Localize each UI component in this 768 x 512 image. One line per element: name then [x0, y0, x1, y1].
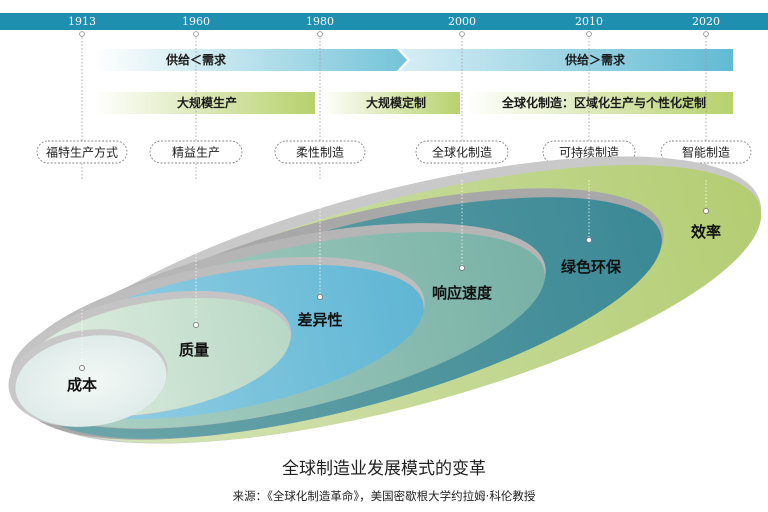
ring-label-0: 成本	[67, 376, 97, 394]
timeline-year-1980: 1980	[306, 15, 334, 28]
ring-label-4: 绿色环保	[561, 258, 622, 276]
guide-top-dot	[317, 31, 323, 37]
ring-labels: 成本 质量 差异性 响应速度 绿色环保 效率	[67, 223, 721, 394]
guide-top-dot	[703, 31, 709, 37]
method-pill-label: 智能制造	[682, 145, 730, 160]
ring-anchor-dot	[192, 321, 199, 328]
mass-production-bar	[95, 92, 315, 114]
ring-anchor-dot	[703, 207, 710, 214]
method-pill-label: 福特生产方式	[46, 145, 118, 160]
ring-anchor-dot	[586, 236, 593, 243]
ring-label-3: 响应速度	[432, 284, 493, 302]
global-manufacturing-bar	[466, 92, 733, 114]
global-manufacturing-label: 全球化制造：区域化生产与个性化定制	[501, 95, 706, 110]
method-pill-5	[660, 140, 752, 164]
timeline-year-2010: 2010	[575, 15, 603, 28]
timeline-bar	[0, 13, 768, 30]
guide-top-dot	[586, 31, 592, 37]
timeline-year-2020: 2020	[692, 15, 720, 28]
ring-label-2: 差异性	[297, 311, 342, 329]
arrow-right-segment	[400, 49, 733, 71]
method-pill-label: 精益生产	[172, 146, 220, 160]
mass-customization-bar	[321, 92, 460, 114]
year-guide-lines-overlay	[79, 180, 710, 371]
ring-anchor-dot	[458, 264, 465, 271]
method-pill-0	[36, 140, 128, 164]
ring-label-1: 质量	[179, 341, 209, 359]
ring-anchor-dot	[316, 293, 323, 300]
method-pill-label: 可持续制造	[559, 145, 619, 160]
guide-top-dot	[79, 31, 85, 37]
supply-greater-than-demand-label: 供给＞需求	[564, 52, 626, 67]
mass-customization-label: 大规模定制	[366, 95, 426, 110]
ring-anchor-dot	[79, 364, 86, 371]
source-note: 来源：《全球化制造革命》，美国密歇根大学约拉姆·科伦教授	[233, 489, 536, 503]
method-pill-3	[415, 140, 509, 164]
timeline-year-1913: 1913	[68, 15, 96, 28]
diagram-title: 全球制造业发展模式的变革	[282, 459, 486, 479]
method-pill-label: 柔性制造	[296, 146, 344, 160]
guide-top-dot	[459, 31, 465, 37]
ring-cost	[15, 335, 167, 427]
timeline-years: 1913 1960 1980 2000 2010 2020	[68, 15, 720, 28]
arrow-left-segment	[95, 49, 407, 71]
method-pill-2	[274, 140, 366, 164]
timeline-year-1960: 1960	[182, 15, 210, 28]
ring-label-5: 效率	[691, 223, 721, 241]
method-pill-1	[149, 140, 243, 164]
mass-production-label: 大规模生产	[177, 95, 237, 110]
value-rings	[8, 156, 762, 444]
method-pill-label: 全球化制造	[432, 145, 492, 160]
production-mode-bars: 大规模生产 大规模定制 全球化制造：区域化生产与个性化定制	[95, 92, 733, 114]
guide-top-dot	[193, 31, 199, 37]
supply-demand-arrow: 供给＜需求 供给＞需求	[95, 49, 733, 71]
year-guide-lines	[79, 31, 709, 180]
method-pills: 福特生产方式 精益生产 柔性制造 全球化制造 可持续制造 智能制造	[36, 140, 752, 164]
timeline-year-2000: 2000	[448, 15, 476, 28]
